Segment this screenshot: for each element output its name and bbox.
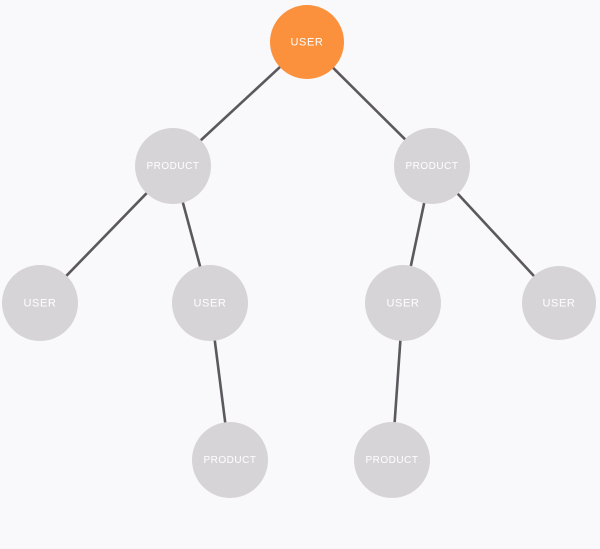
- edge-layer: [64, 65, 536, 424]
- graph-edge: [181, 201, 202, 268]
- graph-node-product[interactable]: PRODUCT: [192, 422, 268, 498]
- graph-node-user[interactable]: USER: [365, 265, 441, 341]
- node-circle[interactable]: [394, 128, 470, 204]
- graph-node-user[interactable]: USER: [172, 265, 248, 341]
- node-circle[interactable]: [172, 265, 248, 341]
- graph-node-user[interactable]: USER: [2, 265, 78, 341]
- graph-edge: [64, 191, 149, 278]
- node-circle[interactable]: [135, 128, 211, 204]
- node-circle[interactable]: [192, 422, 268, 498]
- graph-edge: [331, 66, 407, 141]
- graph-edge: [393, 339, 402, 424]
- node-circle[interactable]: [2, 265, 78, 341]
- graph-node-product[interactable]: PRODUCT: [394, 128, 470, 204]
- graph-edge: [409, 201, 426, 268]
- graph-node-user[interactable]: USER: [270, 5, 344, 79]
- graph-edge: [456, 192, 536, 278]
- graph-node-user[interactable]: USER: [522, 266, 596, 340]
- node-circle[interactable]: [270, 5, 344, 79]
- graph-edge: [199, 65, 282, 142]
- node-circle[interactable]: [354, 422, 430, 498]
- graph-node-product[interactable]: PRODUCT: [354, 422, 430, 498]
- graph-edge: [213, 339, 227, 424]
- node-circle[interactable]: [522, 266, 596, 340]
- node-circle[interactable]: [365, 265, 441, 341]
- graph-node-product[interactable]: PRODUCT: [135, 128, 211, 204]
